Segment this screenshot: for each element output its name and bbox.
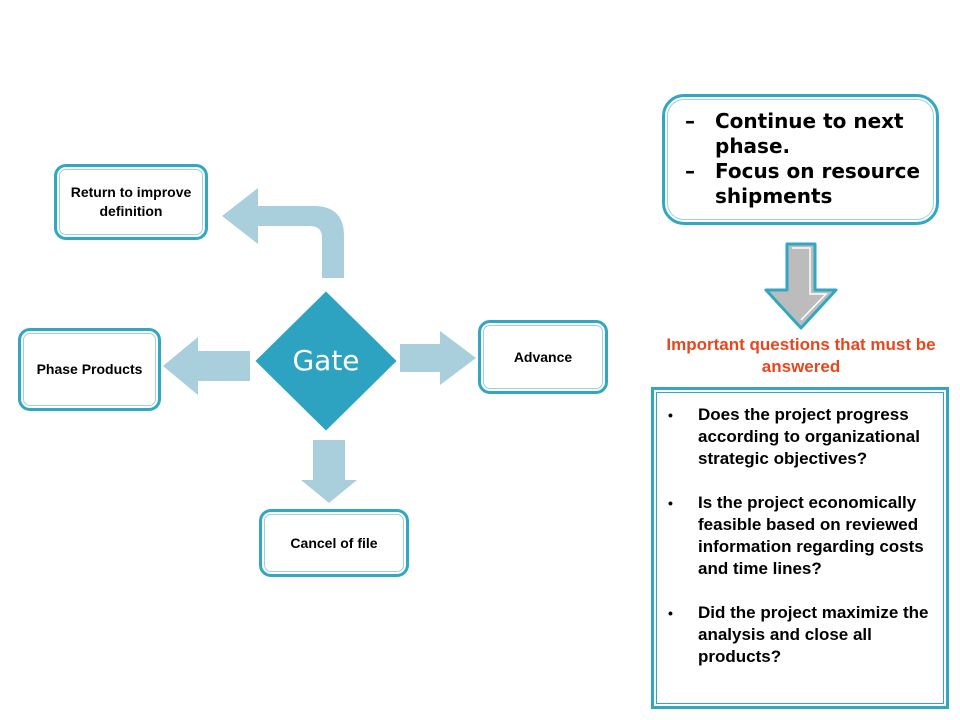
advance-label: Advance: [513, 348, 573, 365]
question-text: Did the project maximize the analysis an…: [698, 603, 929, 666]
next-action-text: Focus on resource shipments: [715, 159, 921, 208]
advance-box: Advance: [478, 320, 608, 394]
phase-arrow: [163, 337, 250, 395]
questions-box: •Does the project progress according to …: [651, 387, 949, 709]
gate-diamond: [252, 288, 400, 434]
next-actions-box: –Continue to next phase. –Focus on resou…: [662, 94, 939, 225]
phase-products-label: Phase Products: [36, 361, 143, 378]
cancel-label: Cancel of file: [290, 534, 378, 551]
question-item: •Is the project economically feasible ba…: [668, 493, 924, 578]
cancel-box: Cancel of file: [259, 509, 409, 577]
advance-arrow: [400, 331, 476, 385]
return-arrow: [222, 188, 344, 278]
questions-title: Important questions that must be answere…: [666, 335, 936, 376]
return-label: Return to improve definition: [70, 184, 192, 219]
next-action-item: –Continue to next phase.: [685, 109, 904, 158]
gate-label: Gate: [292, 343, 360, 377]
next-action-text: Continue to next phase.: [715, 109, 904, 158]
cancel-arrow: [301, 440, 357, 503]
question-item: •Did the project maximize the analysis a…: [668, 603, 929, 666]
phase-products-box: Phase Products: [18, 328, 161, 411]
next-action-item: –Focus on resource shipments: [685, 159, 921, 208]
questions-list: •Does the project progress according to …: [664, 404, 940, 668]
down-arrow: [764, 242, 838, 330]
question-text: Is the project economically feasible bas…: [698, 493, 924, 578]
next-actions-list: –Continue to next phase. –Focus on resou…: [681, 109, 926, 209]
question-item: •Does the project progress according to …: [668, 405, 920, 468]
return-box: Return to improve definition: [54, 164, 208, 240]
question-text: Does the project progress according to o…: [698, 405, 920, 468]
